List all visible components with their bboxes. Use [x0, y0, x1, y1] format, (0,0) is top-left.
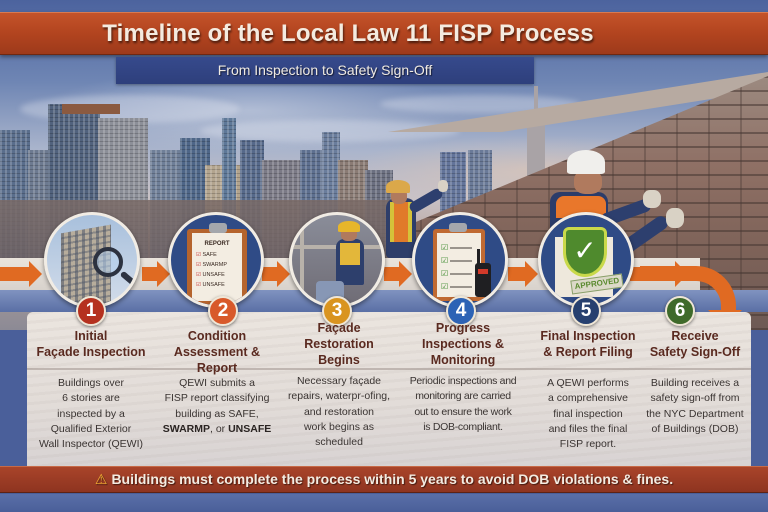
arrow-right-icon — [0, 261, 42, 287]
step-1-title: Initial Façade Inspection — [36, 329, 146, 359]
step-2-badge: 2 — [208, 296, 238, 326]
step-4-column: Progress Inspections & Monitoring Period… — [400, 320, 526, 435]
step-3-column: Façade Restoration Begins Necessary faça… — [279, 320, 399, 450]
steps-panel — [27, 312, 751, 466]
checklist-icon: ☑ ☑ ☑ ☑ — [437, 233, 481, 297]
subtitle-banner — [116, 57, 534, 84]
arrow-right-icon — [508, 261, 538, 287]
warning-banner — [0, 466, 768, 493]
step-5-title: Final Inspection & Report Filing — [540, 329, 636, 359]
report-item-swarmp: ☑ SWARMP — [196, 262, 228, 268]
step-4-illustration: ☑ ☑ ☑ ☑ — [412, 212, 508, 308]
scaffold-pole — [300, 215, 304, 305]
step-3-illustration — [289, 212, 385, 308]
step-5-badge: 5 — [571, 296, 601, 326]
step-5-illustration: ✓ APPROVED — [538, 212, 634, 308]
step-2-title: Condition Assessment & Report — [173, 329, 261, 375]
step-2-illustration: REPORT ☑ SAFE ☑ SWARMP ☑ UNSAFE ☑ UNSAFE — [168, 212, 264, 308]
warning-message: ⚠Buildings must complete the process wit… — [0, 466, 768, 493]
arrow-right-icon — [142, 261, 170, 287]
radio-antenna — [477, 249, 480, 265]
step-1-badge: 1 — [76, 296, 106, 326]
step-2-column: Condition Assessment & Report QEWI submi… — [154, 328, 280, 437]
step-2-description: QEWI submits a FISP report classifying b… — [162, 377, 272, 435]
step-1-illustration — [44, 212, 140, 308]
title-banner — [0, 12, 768, 55]
arrow-right-icon — [262, 261, 290, 287]
arrow-right-icon — [384, 261, 412, 287]
step-4-badge: 4 — [446, 296, 476, 326]
panel-divider — [27, 368, 751, 370]
step-5-column: Final Inspection & Report Filing A QEWI … — [528, 328, 648, 452]
radio-icon — [475, 263, 491, 297]
clipboard-clip — [449, 223, 467, 232]
cloud — [380, 95, 580, 113]
safety-vest — [340, 243, 360, 265]
report-item-unsafe: ☑ UNSAFE — [196, 272, 225, 278]
report-sheet: REPORT ☑ SAFE ☑ SWARMP ☑ UNSAFE ☑ UNSAFE — [192, 233, 242, 301]
report-item-safe: ☑ SAFE — [196, 252, 217, 258]
step-1-column: Initial Façade Inspection Buildings over… — [32, 328, 150, 452]
step-4-title: Progress Inspections & Monitoring — [422, 321, 504, 367]
step-3-badge: 3 — [322, 296, 352, 326]
report-heading: REPORT — [204, 241, 230, 247]
step-6-title: Receive Safety Sign-Off — [649, 329, 741, 359]
step-4-description: Periodic inspections and monitoring are … — [409, 375, 517, 433]
magnifying-glass-icon — [93, 247, 123, 277]
page-title: Timeline of the Local Law 11 FISP Proces… — [102, 20, 594, 47]
hard-hat-icon — [338, 221, 360, 232]
shield-check-icon: ✓ — [563, 227, 607, 277]
step-6-description: Building receives a safety sign-off from… — [646, 377, 744, 435]
step-3-title: Façade Restoration Begins — [304, 321, 374, 367]
cloud — [200, 120, 460, 142]
clipboard-clip — [209, 223, 227, 233]
step-1-description: Buildings over 6 stories are inspected b… — [38, 377, 144, 451]
step-3-description: Necessary façade repairs, waterpr-ofing,… — [287, 375, 391, 449]
step-6-column: Receive Safety Sign-Off Building receive… — [640, 328, 750, 437]
step-5-description: A QEWI performs a comprehensive final in… — [547, 377, 629, 451]
page-subtitle: From Inspection to Safety Sign-Off — [217, 62, 433, 78]
bottom-border — [0, 494, 768, 512]
warning-triangle-icon: ⚠ — [94, 471, 108, 487]
report-item-unsafe: ☑ UNSAFE — [196, 282, 225, 288]
step-6-badge: 6 — [665, 296, 695, 326]
